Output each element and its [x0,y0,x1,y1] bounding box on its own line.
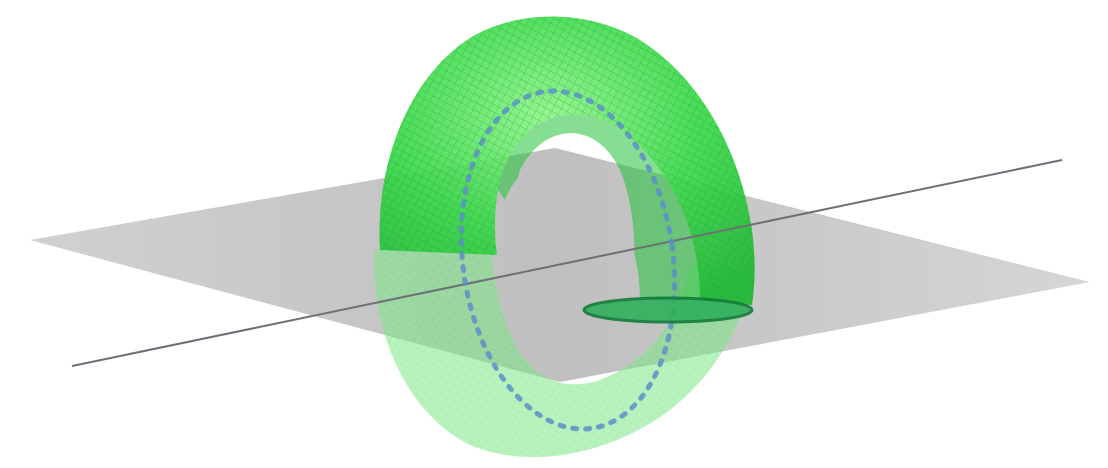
cross-section-disk [582,296,754,324]
torus-center-circle [458,88,678,432]
torus-body [379,16,755,306]
torus-lower-half [374,250,752,458]
axis-line [71,159,1063,367]
